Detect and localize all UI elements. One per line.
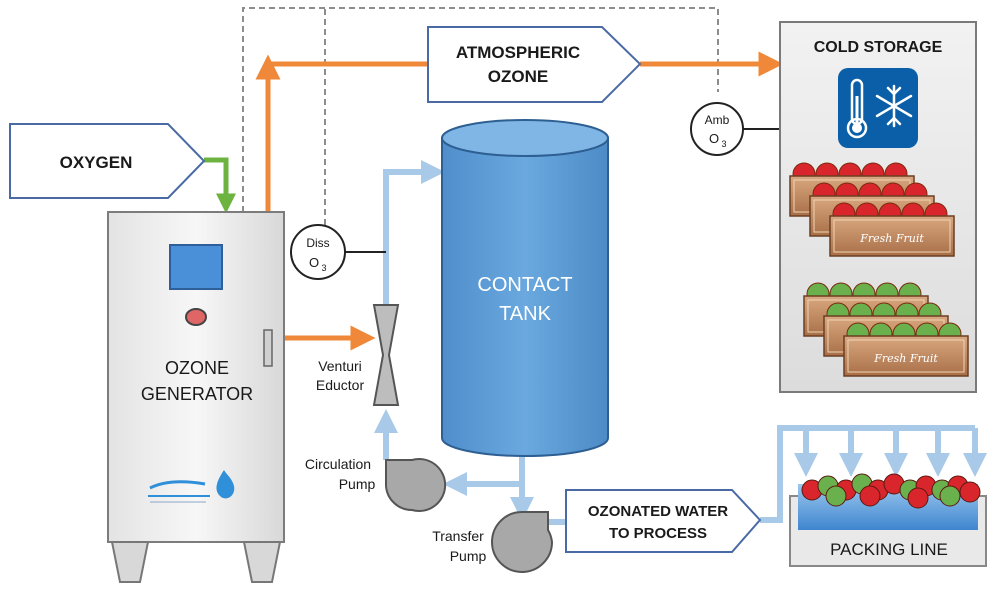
atmospheric-ozone: ATMOSPHERIC OZONE: [427, 26, 642, 103]
crate-label: Fresh Fruit: [873, 352, 938, 365]
company-logo: [148, 470, 235, 503]
fruit-crate: Fresh Fruit: [829, 202, 955, 257]
generator-display: [169, 244, 223, 290]
transfer-pump-label-1: Transfer: [432, 528, 484, 544]
packing-line-fruits: [801, 473, 981, 509]
oxygen-label: OXYGEN: [60, 153, 133, 172]
tank-label-2: TANK: [499, 303, 552, 325]
atmospheric-ozone-label-1: ATMOSPHERIC: [456, 43, 580, 62]
fruit: [825, 485, 847, 507]
green-fruit-crates: Fresh Fruit: [803, 282, 969, 377]
oxygen-flow-line: [204, 157, 236, 214]
generator-label-1: OZONE: [165, 358, 229, 378]
water-line-process-to-packing: [760, 425, 975, 523]
tank-body: [441, 137, 609, 457]
amb-sensor-o: O: [709, 131, 719, 146]
generator-indicator-light: [185, 308, 207, 326]
fruit: [939, 485, 961, 507]
thermometer-snowflake-icon: [838, 68, 918, 148]
atmospheric-ozone-box: [427, 26, 642, 103]
red-fruit-crates: Fresh Fruit: [789, 162, 955, 257]
tank-top: [441, 119, 609, 157]
diss-sensor-o: O: [309, 255, 319, 270]
cold-storage: COLD STORAGE Fresh Fruit Fresh Fruit: [779, 21, 977, 393]
ozone-flow: [255, 51, 784, 351]
fruit-crate: Fresh Fruit: [843, 322, 969, 377]
diss-sensor-circle: [290, 224, 346, 280]
generator-leg-right: [242, 541, 282, 583]
venturi-label-2: Eductor: [316, 377, 365, 393]
crate-label: Fresh Fruit: [859, 232, 924, 245]
generator-label-2: GENERATOR: [141, 384, 253, 404]
fruit: [907, 487, 929, 509]
packing-line: PACKING LINE: [789, 473, 987, 567]
ozone-line-to-atmosphere: [265, 61, 430, 212]
circulation-pump-body: [385, 458, 447, 512]
amb-sensor-sub: 3: [721, 139, 726, 149]
circulation-pump-label-2: Pump: [339, 476, 376, 492]
generator-handle: [263, 329, 273, 367]
ozonated-water-box: [565, 489, 762, 553]
control-line-outer: [242, 7, 719, 212]
dissolved-ozone-sensor: Diss O 3: [290, 224, 346, 280]
tank-label-1: CONTACT: [477, 274, 572, 296]
venturi-label-1: Venturi: [318, 358, 362, 374]
diss-sensor-label: Diss: [306, 236, 329, 250]
circulation-pump: Circulation Pump: [305, 456, 447, 512]
water-line-venturi-to-tank: [383, 160, 445, 305]
control-lines: [242, 7, 719, 225]
ozonated-water-label-2: TO PROCESS: [609, 525, 707, 542]
venturi-body: [372, 304, 400, 406]
fruit: [959, 481, 981, 503]
amb-sensor-label: Amb: [705, 113, 730, 127]
ozonated-water-to-process: OZONATED WATER TO PROCESS: [565, 489, 762, 553]
atmospheric-ozone-label-2: OZONE: [488, 67, 548, 86]
circulation-pump-label-1: Circulation: [305, 456, 371, 472]
ambient-ozone-sensor: Amb O 3: [690, 102, 744, 156]
fruit: [859, 485, 881, 507]
transfer-pump-label-2: Pump: [450, 548, 487, 564]
oxygen-box: [9, 123, 206, 199]
packing-line-label: PACKING LINE: [830, 540, 948, 559]
water-flow: [374, 160, 987, 525]
transfer-pump: Transfer Pump: [432, 511, 554, 573]
amb-sensor-circle: [690, 102, 744, 156]
transfer-pump-body: [491, 511, 554, 573]
diss-sensor-sub: 3: [321, 263, 326, 273]
venturi-eductor: Venturi Eductor: [316, 304, 400, 406]
contact-tank: CONTACT TANK: [441, 119, 609, 457]
oxygen-source: OXYGEN: [9, 123, 206, 199]
ozone-generator: OZONE GENERATOR: [107, 211, 285, 583]
cold-storage-label: COLD STORAGE: [814, 39, 943, 56]
ozonated-water-label-1: OZONATED WATER: [588, 503, 728, 520]
generator-leg-left: [110, 541, 150, 583]
